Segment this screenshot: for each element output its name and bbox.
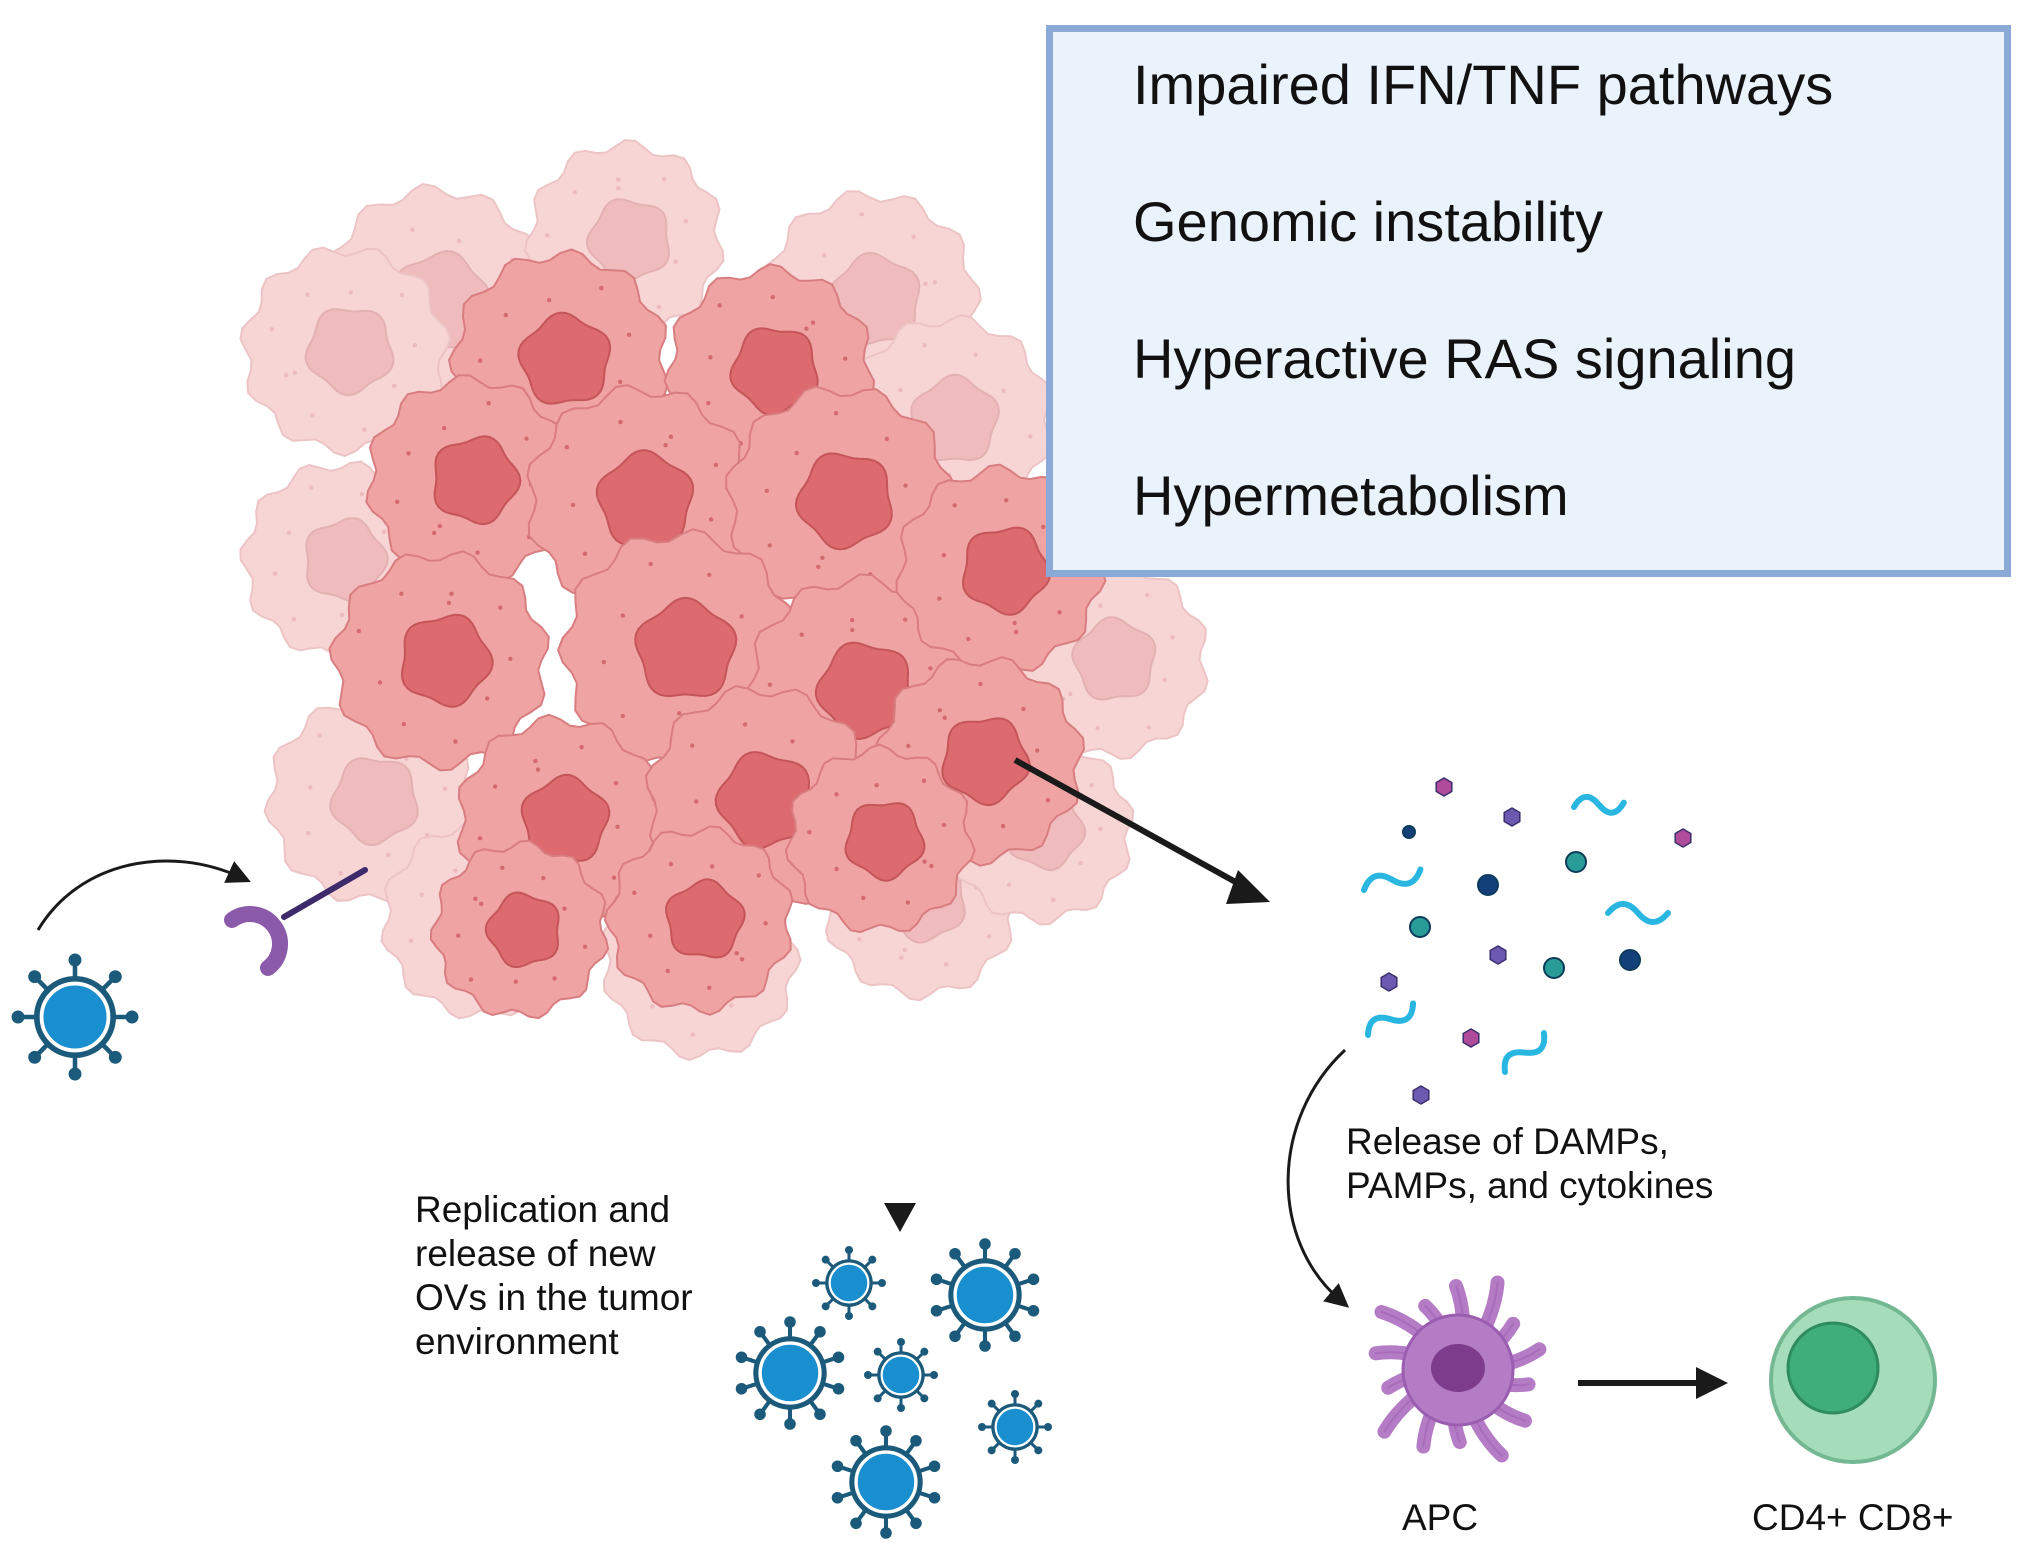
molecule-mark <box>1380 972 1398 992</box>
molecule-mark <box>1409 916 1431 938</box>
molecule-mark <box>1477 874 1499 896</box>
damp-arrow <box>1013 757 1252 893</box>
tumor-cell <box>784 743 976 934</box>
receptor-icon <box>224 867 368 976</box>
molecule-mark <box>1412 1085 1430 1105</box>
down-arrow-head <box>884 1203 916 1232</box>
molecule-mark <box>1619 949 1641 971</box>
release-caption: Release of DAMPs, PAMPs, and cytokines <box>1346 1120 1713 1208</box>
virus-icon <box>978 1390 1052 1464</box>
feature-item: Genomic instability <box>1133 190 1603 253</box>
molecule-mark <box>1489 945 1507 965</box>
tumor-cell <box>365 374 577 585</box>
caption-line: OVs in the tumor <box>415 1277 693 1318</box>
replication-caption: Replication and release of new OVs in th… <box>415 1188 693 1364</box>
entry-arrow <box>36 859 251 931</box>
virus-icon <box>831 1425 941 1539</box>
tumor-cell <box>429 839 610 1020</box>
caption-line: release of new <box>415 1233 656 1274</box>
apc-label: APC <box>1402 1497 1479 1538</box>
caption-line: PAMPs, and cytokines <box>1346 1165 1714 1206</box>
molecule-mark <box>1674 828 1692 848</box>
virus-icon <box>812 1246 886 1320</box>
cytokine-mark <box>1361 866 1424 893</box>
cytokine-mark <box>1365 1000 1417 1038</box>
tumor-mass <box>239 139 1209 1061</box>
cytokine-mark <box>1571 793 1627 816</box>
cytokine-mark <box>1501 1030 1548 1075</box>
t-cell-icon <box>1769 1296 1937 1464</box>
molecule-mark <box>1503 807 1521 827</box>
apc-arrow <box>1286 1048 1350 1308</box>
virus-icon <box>11 953 139 1081</box>
virus-icon <box>735 1316 845 1430</box>
tumor-cell <box>603 825 794 1016</box>
t-cell-label: CD4+ CD8+ <box>1752 1497 1954 1538</box>
virus-icon <box>930 1238 1040 1352</box>
feature-item: Hyperactive RAS signaling <box>1133 327 1796 390</box>
apc-cell-icon <box>1368 1275 1547 1463</box>
tumor-cell <box>725 385 958 618</box>
feature-item: Hypermetabolism <box>1133 464 1569 527</box>
caption-line: Replication and <box>415 1189 671 1230</box>
caption-line: Release of DAMPs, <box>1346 1121 1669 1162</box>
incoming-virus <box>11 953 139 1081</box>
virus-icon <box>864 1338 938 1412</box>
molecule-mark <box>1435 777 1453 797</box>
molecule-mark <box>1543 957 1565 979</box>
molecule-mark <box>1565 851 1587 873</box>
activation-arrow-head <box>1696 1367 1728 1399</box>
molecule-cloud <box>1361 777 1692 1105</box>
cytokine-mark <box>1605 901 1671 925</box>
new-virions <box>735 1238 1052 1539</box>
tumor-cell <box>239 246 452 457</box>
caption-line: environment <box>415 1321 619 1362</box>
molecule-mark <box>1402 825 1416 839</box>
molecule-mark <box>1462 1028 1480 1048</box>
tumor-features-box: Impaired IFN/TNF pathways Genomic instab… <box>1046 25 2011 577</box>
damp-arrow-head <box>1226 870 1270 904</box>
feature-item: Impaired IFN/TNF pathways <box>1133 53 1834 116</box>
